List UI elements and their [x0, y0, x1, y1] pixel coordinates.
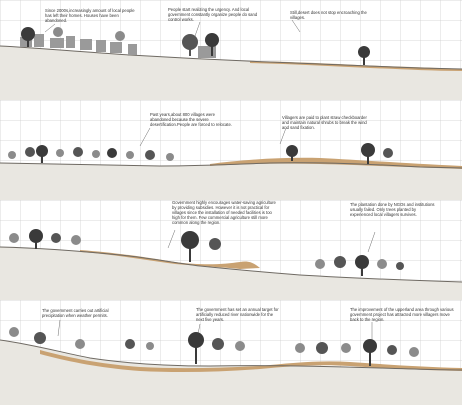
annotation: Government highly encourages water-savin… [172, 200, 276, 225]
panel-4: The government carries out artificial pr… [0, 300, 462, 405]
annotation: The government carries out artificial pr… [42, 308, 109, 318]
annotation: The plantation done by NGOs and institut… [350, 202, 435, 217]
sand-layer [80, 250, 260, 269]
panel-1: Since 2000s,increasingly amount of local… [0, 0, 462, 100]
panel-1-section [0, 19, 462, 100]
ground-line [0, 339, 462, 371]
leader-lines [57, 319, 373, 340]
trees [8, 143, 393, 164]
leader-lines [44, 19, 301, 37]
soil-body [0, 247, 462, 300]
trees [21, 27, 370, 65]
sand-layer [40, 350, 462, 373]
annotation: Still,desert does not stop encroaching t… [290, 10, 367, 20]
abandoned-buildings [20, 34, 216, 58]
annotation: Since 2000s,increasingly amount of local… [45, 8, 135, 23]
ground-line [0, 246, 462, 283]
annotation: The government has set an annual target … [196, 307, 279, 322]
trees [9, 229, 404, 276]
panel-3: Government highly encourages water-savin… [0, 200, 462, 300]
annotation: Villagers are paid to plant straw checkb… [282, 115, 367, 130]
trees [9, 327, 419, 366]
soil-body [0, 162, 462, 200]
panel-2-section [0, 127, 462, 200]
panel-3-section [0, 229, 462, 300]
ground-line [0, 162, 462, 169]
panel-4-section [0, 319, 462, 405]
panel-2: Past years,about 800 villages were aband… [0, 100, 462, 200]
annotation: People start realizing the urgency. And … [168, 7, 258, 22]
annotation: The improvement of the upperland area th… [350, 307, 454, 322]
annotation: Past years,about 800 villages were aband… [150, 112, 232, 127]
ground-line [0, 45, 462, 70]
leader-lines [139, 127, 287, 147]
soil-body [0, 340, 462, 405]
soil-body [0, 46, 462, 100]
leader-lines [167, 229, 376, 253]
